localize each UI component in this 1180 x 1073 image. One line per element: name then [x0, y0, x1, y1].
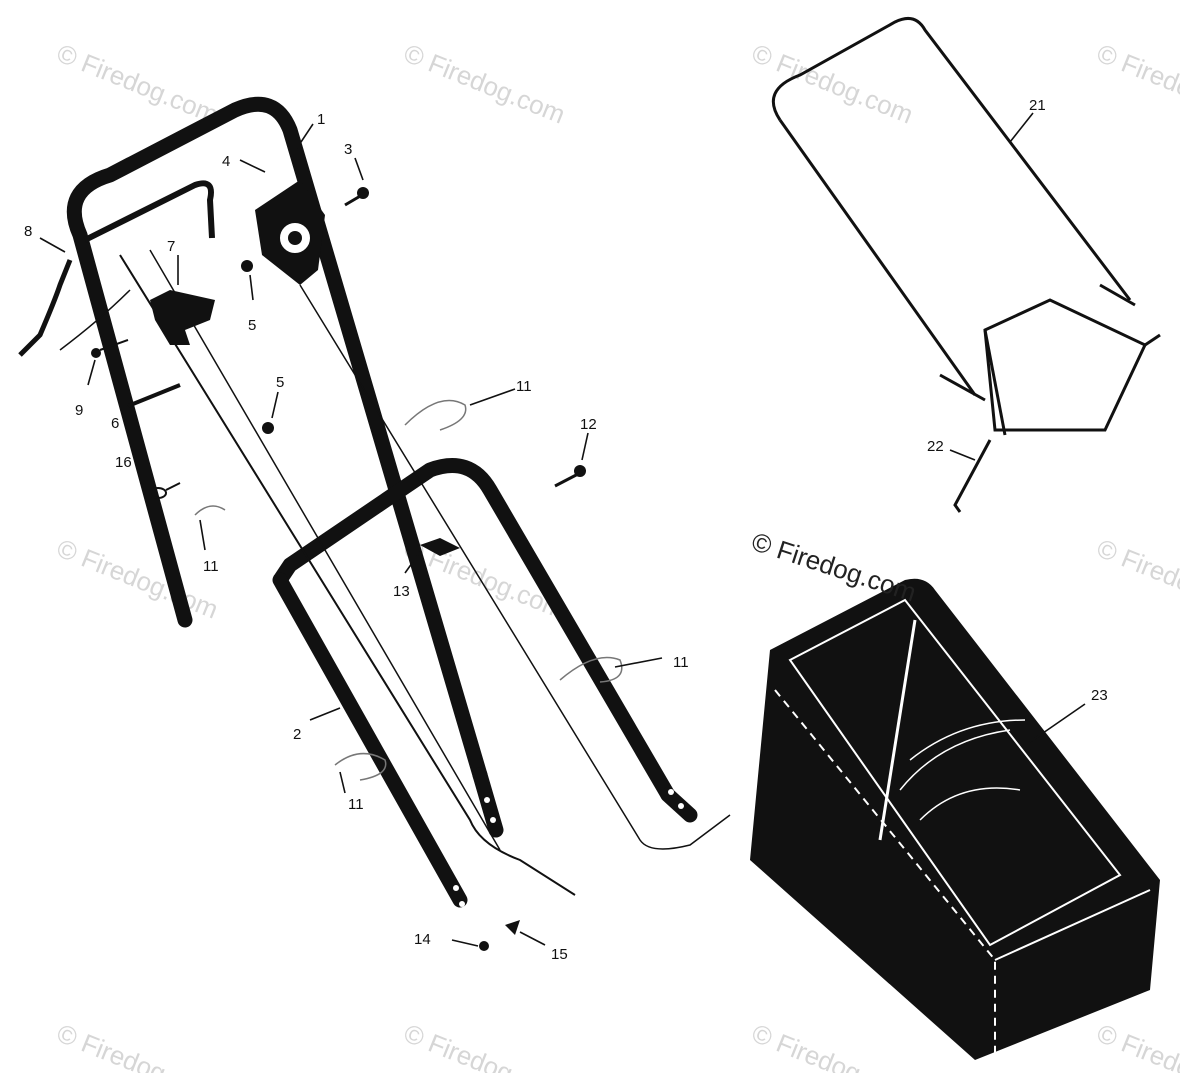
label-part-23: 23	[1091, 687, 1108, 704]
watermark: © Firedog.com	[1093, 38, 1180, 130]
label-part-11: 11	[516, 378, 532, 395]
bag-frame	[771, 16, 1161, 513]
watermark: © Firedog.com	[748, 1018, 918, 1073]
label-part-11: 11	[673, 654, 689, 671]
label-part-15: 15	[551, 946, 568, 963]
label-part-5: 5	[276, 374, 284, 391]
watermark-main: © Firedog.com	[748, 526, 920, 607]
label-part-9: 9	[75, 402, 83, 419]
watermark: © Firedog.com	[1093, 1018, 1180, 1073]
engine-control	[255, 173, 325, 285]
hardware	[91, 187, 623, 951]
watermark: © Firedog.com	[53, 1018, 223, 1073]
lower-handle	[119, 249, 731, 908]
label-part-22: 22	[927, 438, 944, 455]
label-part-5: 5	[248, 317, 256, 334]
control-lever	[150, 290, 215, 345]
label-part-12: 12	[580, 416, 597, 433]
label-part-7: 7	[167, 238, 175, 255]
label-part-6: 6	[111, 415, 119, 432]
label-part-11: 11	[348, 796, 364, 813]
label-part-4: 4	[222, 153, 230, 170]
label-part-13: 13	[393, 583, 410, 600]
watermark: © Firedog.com	[53, 38, 223, 130]
label-part-14: 14	[414, 931, 431, 948]
watermark: © Firedog.com	[400, 38, 570, 130]
watermark: © Firedog.com	[1093, 533, 1180, 625]
label-part-2: 2	[293, 726, 301, 743]
label-part-3: 3	[344, 141, 352, 158]
label-part-1: 1	[317, 111, 325, 128]
watermark: © Firedog.com	[53, 533, 223, 625]
label-part-21: 21	[1029, 97, 1046, 114]
label-part-16: 16	[115, 454, 132, 471]
watermark: © Firedog.com	[748, 38, 918, 130]
starter-rope	[18, 259, 131, 357]
label-part-11: 11	[203, 558, 219, 575]
grass-bag	[750, 578, 1160, 1060]
part-labels: 1 2 3 4 5 5 6 7 8 9 11 11 11 11 12 13 14…	[24, 97, 1108, 963]
watermark: © Firedog.com	[400, 1018, 570, 1073]
label-part-8: 8	[24, 223, 32, 240]
leader-lines	[39, 112, 1086, 947]
upper-handle	[66, 96, 504, 838]
